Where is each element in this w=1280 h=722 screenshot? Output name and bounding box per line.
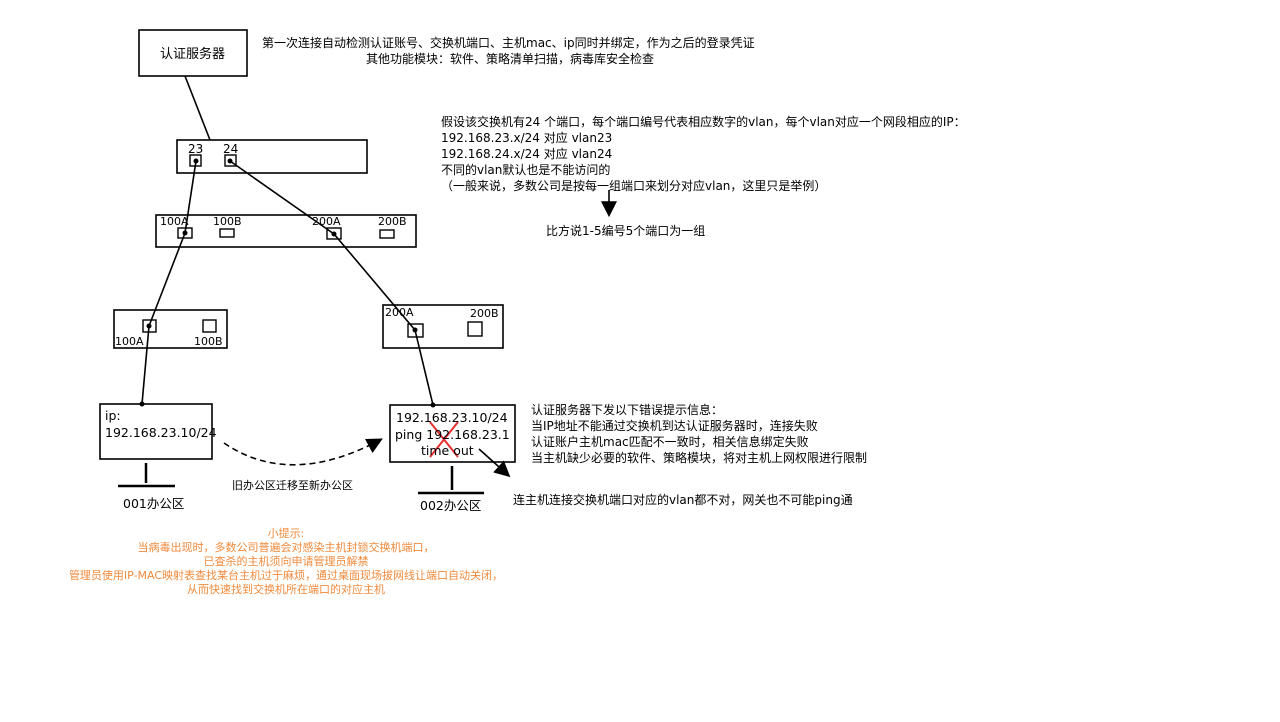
link-core24-agg200a bbox=[229, 160, 335, 235]
tips-line1: 小提示: bbox=[267, 527, 305, 540]
error-note-line2: 当IP地址不能通过交换机到达认证服务器时，连接失败 bbox=[531, 419, 818, 433]
host-right-office: 002办公区 bbox=[420, 498, 482, 513]
migration-arrow bbox=[223, 438, 383, 466]
vlan-note-line4: 不同的vlan默认也是不能访问的 bbox=[441, 163, 611, 177]
error-note-line4: 当主机缺少必要的软件、策略模块，将对主机上网权限进行限制 bbox=[531, 451, 868, 465]
link-access-right-host bbox=[414, 329, 434, 406]
core-port-23-label: 23 bbox=[188, 142, 204, 156]
host-right-ping: ping 192.168.23.1 bbox=[395, 427, 510, 442]
failure-cross-icon bbox=[429, 421, 459, 458]
agg-port-100b-label: 100B bbox=[213, 215, 242, 228]
link-core23-agg100a bbox=[184, 160, 197, 234]
access-right-port-200b-label: 200B bbox=[470, 307, 499, 320]
access-switch-left-box bbox=[113, 309, 228, 349]
top-note-line2: 其他功能模块：软件、策略清单扫描，病毒库安全检查 bbox=[366, 52, 655, 66]
link-auth-core bbox=[184, 75, 211, 141]
agg-port-200b bbox=[379, 229, 395, 239]
link-access-left-host bbox=[141, 325, 150, 405]
host-right-timeout: time out bbox=[421, 443, 474, 458]
migrate-label: 旧办公区迁移至新办公区 bbox=[232, 479, 353, 492]
tips-line2: 当病毒出现时，多数公司普遍会对感染主机封锁交换机端口， bbox=[137, 541, 435, 554]
access-left-port-100b-label: 100B bbox=[194, 335, 223, 348]
access-right-port-200b bbox=[467, 321, 483, 337]
tips-line4: 管理员使用IP-MAC映射表查找某台主机过于麻烦，通过桌面现场拔网线让端口自动关… bbox=[68, 569, 504, 582]
agg-switch-box bbox=[155, 214, 417, 248]
core-port-24 bbox=[224, 154, 237, 167]
vlan-note-line1: 假设该交换机有24 个端口，每个端口编号代表相应数字的vlan，每个vlan对应… bbox=[441, 115, 966, 129]
auth-server-box bbox=[138, 29, 248, 77]
agg-port-100b bbox=[219, 228, 235, 238]
access-right-port-200a-label: 200A bbox=[385, 306, 414, 319]
link-agg200a-access-right bbox=[333, 233, 416, 331]
vlan-mismatch-note: 连主机连接交换机端口对应的vlan都不对，网关也不可能ping通 bbox=[513, 493, 853, 507]
host-left-ip-label: ip: bbox=[105, 408, 121, 423]
core-port-24-label: 24 bbox=[223, 142, 239, 156]
core-switch-box bbox=[176, 139, 368, 174]
agg-port-200a bbox=[326, 227, 342, 240]
access-right-port-200a bbox=[407, 323, 424, 338]
host-left-ip-value: 192.168.23.10/24 bbox=[105, 425, 217, 440]
auth-server-label: 认证服务器 bbox=[160, 47, 226, 62]
mismatch-arrow bbox=[478, 448, 511, 478]
access-left-port-100a bbox=[142, 319, 157, 333]
link-agg100a-access-left bbox=[148, 232, 186, 327]
agg-port-100a-label: 100A bbox=[160, 215, 189, 228]
access-left-port-100b bbox=[202, 319, 217, 333]
host-right-ip: 192.168.23.10/24 bbox=[396, 410, 508, 425]
host-left-office: 001办公区 bbox=[123, 496, 185, 511]
host-left-box bbox=[99, 403, 213, 460]
agg-port-200b-label: 200B bbox=[378, 215, 407, 228]
error-note-line3: 认证账户主机mac匹配不一致时，相关信息绑定失败 bbox=[531, 435, 809, 449]
vlan-note-line3: 192.168.24.x/24 对应 vlan24 bbox=[441, 147, 613, 161]
vlan-note-line5: （一般来说，多数公司是按每一组端口来划分对应vlan，这里只是举例） bbox=[441, 179, 827, 193]
error-note-line1: 认证服务器下发以下错误提示信息： bbox=[531, 403, 724, 417]
vlan-note-line2: 192.168.23.x/24 对应 vlan23 bbox=[441, 131, 613, 145]
agg-port-200a-label: 200A bbox=[312, 215, 341, 228]
tips-line5: 从而快速找到交换机所在端口的对应主机 bbox=[187, 583, 385, 596]
top-note-line1: 第一次连接自动检测认证账号、交换机端口、主机mac、ip同时并绑定，作为之后的登… bbox=[262, 36, 755, 50]
host-right-box bbox=[389, 404, 516, 463]
vlan-example: 比方说1-5编号5个端口为一组 bbox=[546, 224, 706, 238]
access-left-port-100a-label: 100A bbox=[115, 335, 144, 348]
tips-line3: 已查杀的主机须向申请管理员解禁 bbox=[203, 555, 369, 568]
access-switch-right-box bbox=[382, 304, 504, 349]
